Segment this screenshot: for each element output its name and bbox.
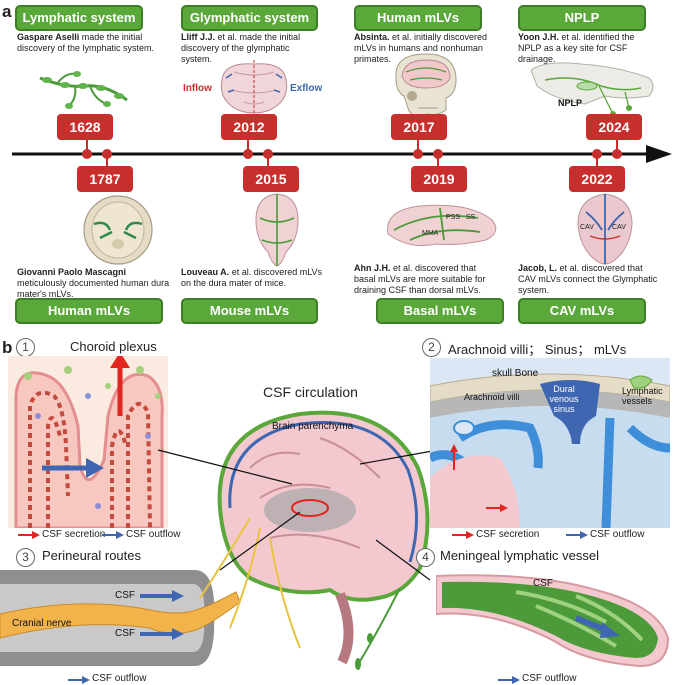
perineural-illustration: [0, 570, 240, 666]
year-2015: 2015: [243, 166, 299, 192]
arachnoid-villi-illustration: [430, 358, 670, 528]
meningeal-lymphatic-illustration: [436, 574, 670, 668]
legend-secretion-1: CSF secretion: [42, 529, 106, 540]
year-2019: 2019: [411, 166, 467, 192]
year-1628: 1628: [57, 114, 113, 140]
panel-b-letter: b: [2, 338, 13, 357]
desc-aselli: Gaspare Aselli made the initial discover…: [17, 32, 155, 53]
lymphatic-vessels-label: Lymphatic vessels: [622, 386, 663, 406]
legend-outflow-1: CSF outflow: [126, 529, 181, 540]
desc-yoon: Yoon J.H. et al. identified the NPLP as …: [518, 32, 635, 64]
csf-label-top: CSF: [115, 590, 135, 601]
box-glymphatic-system: Glymphatic system: [181, 5, 318, 31]
legend-red-arrow-icon-2: [452, 531, 474, 539]
desc-ahn: Ahn J.H. et al. discovered that basal mL…: [354, 263, 486, 295]
skull-bone-label: skull Bone: [492, 368, 539, 379]
choroid-plexus-illustration: [8, 356, 168, 528]
panel-2-number: 2: [422, 338, 441, 357]
box-human-mlvs-bottom: Human mLVs: [15, 298, 163, 324]
pss-label: PSS: [446, 214, 461, 221]
year-2017: 2017: [391, 114, 447, 140]
box-lymphatic-system: Lymphatic system: [15, 5, 143, 31]
ss-label: SS: [466, 214, 476, 221]
center-brain-illustration: [199, 410, 430, 670]
mma-label: MMA: [422, 230, 439, 237]
mouse-brain-illustration: [255, 193, 299, 267]
nplp-skull-illustration: [530, 62, 654, 117]
legend-secretion-2: CSF secretion: [476, 529, 540, 540]
brain-parenchyma-label: Brain parenchyma: [272, 421, 354, 432]
cav-label-right: CAV: [612, 224, 626, 231]
year-2024: 2024: [586, 114, 642, 140]
csf-label-vessel: CSF: [533, 578, 553, 589]
desc-lliff: Lliff J.J. et al. made the initial disco…: [181, 32, 301, 64]
box-nplp: NPLP: [518, 5, 646, 31]
box-mouse-mlvs: Mouse mLVs: [181, 298, 318, 324]
legend-blue-arrow-icon-3: [68, 676, 90, 684]
arachnoid-villi-label: Arachnoid villi: [464, 392, 520, 402]
meningeal-lymphatic-title: Meningeal lymphatic vessel: [440, 548, 599, 563]
panel-4-number: 4: [416, 548, 435, 567]
cranial-nerve-label: Cranial nerve: [12, 618, 72, 629]
legend-blue-arrow-icon-1: [102, 531, 124, 539]
dural-sinus-label: Dural venous sinus: [549, 384, 579, 414]
connector-lines: [157, 449, 439, 581]
csf-circulation-title: CSF circulation: [263, 384, 358, 400]
lymphatic-vessel-illustration: [39, 71, 128, 109]
year-2022: 2022: [569, 166, 625, 192]
perineural-routes-title: Perineural routes: [42, 548, 141, 563]
human-dura-skull-base-illustration: [83, 195, 153, 265]
panel-a-letter: a: [2, 2, 12, 21]
arachnoid-villi-title: Arachnoid villi； Sinus； mLVs: [448, 342, 627, 357]
exflow-label: Exflow: [290, 83, 323, 94]
legend-outflow-2: CSF outflow: [590, 529, 645, 540]
glymphatic-brain-slice-illustration: [220, 60, 288, 116]
box-cav-mlvs: CAV mLVs: [518, 298, 646, 324]
human-skull-illustration: [395, 53, 457, 117]
timeline-arrow: [12, 145, 672, 163]
legend-red-arrow-icon-1: [18, 531, 40, 539]
legend-blue-arrow-icon-2: [566, 531, 588, 539]
choroid-plexus-title: Choroid plexus: [70, 339, 157, 354]
csf-label-bottom: CSF: [115, 628, 135, 639]
box-basal-mlvs: Basal mLVs: [376, 298, 504, 324]
legend-blue-arrow-icon-4: [498, 676, 520, 684]
desc-absinta: Absinta. et al. initially discovered mLV…: [354, 32, 488, 64]
panel-3-number: 3: [16, 548, 35, 567]
cav-label-left: CAV: [580, 224, 594, 231]
cav-brain-illustration: [577, 193, 633, 265]
basal-brain-illustration: [387, 204, 497, 247]
desc-louveau: Louveau A. et al. discovered mLVs on the…: [181, 267, 323, 288]
desc-mascagni: Giovanni Paolo Mascagni meticulously doc…: [17, 267, 170, 299]
inflow-label: Inflow: [183, 83, 212, 94]
legend-outflow-3: CSF outflow: [92, 673, 147, 684]
year-1787: 1787: [77, 166, 133, 192]
desc-jacob: Jacob, L. et al. discovered that CAV mLV…: [518, 263, 658, 295]
legend-outflow-4: CSF outflow: [522, 673, 577, 684]
box-human-mlvs-top: Human mLVs: [354, 5, 482, 31]
year-2012: 2012: [221, 114, 277, 140]
nplp-label: NPLP: [558, 98, 583, 108]
